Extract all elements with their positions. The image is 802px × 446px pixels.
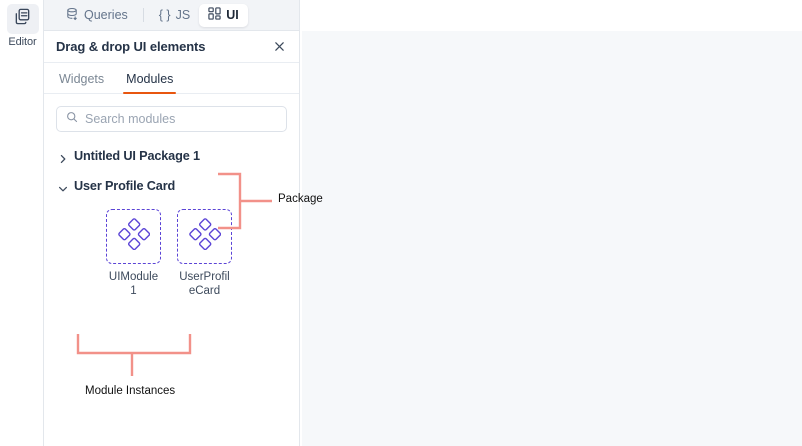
- four-diamonds-module-icon: [188, 218, 221, 255]
- sidebar-item-label: Editor: [8, 36, 37, 48]
- tab-widgets-label: Widgets: [59, 72, 105, 86]
- tab-js[interactable]: { } JS: [150, 4, 199, 27]
- tab-queries-label: Queries: [84, 8, 128, 22]
- panel-title: Drag & drop UI elements: [56, 39, 206, 54]
- panel-subtabs: Widgets Modules: [44, 63, 299, 94]
- editor-icon-container: [6, 4, 39, 34]
- chevron-right-icon[interactable]: [58, 151, 68, 164]
- tab-modules-label: Modules: [126, 72, 174, 86]
- panel-canvas-divider: [299, 0, 300, 446]
- ui-panel: Queries { } JS UI: [44, 0, 299, 446]
- left-rail: Editor: [0, 0, 44, 446]
- tab-ui-label: UI: [226, 8, 239, 22]
- tree-item-user-profile-card[interactable]: User Profile Card: [44, 171, 299, 201]
- tree-item-label: User Profile Card: [74, 179, 176, 193]
- tab-modules[interactable]: Modules: [115, 72, 184, 94]
- search-box[interactable]: [56, 106, 287, 132]
- tab-separator: [142, 8, 144, 22]
- editor-tabstrip: Queries { } JS UI: [44, 0, 299, 31]
- tree-item-label: Untitled UI Package 1: [74, 149, 200, 163]
- app-canvas[interactable]: [302, 31, 802, 446]
- sidebar-item-editor[interactable]: Editor: [4, 4, 41, 48]
- tab-js-label: JS: [175, 8, 191, 22]
- module-instance-userprofilecard[interactable]: UserProfileCard: [177, 209, 232, 298]
- stacked-documents-icon: [13, 7, 32, 31]
- tab-widgets[interactable]: Widgets: [48, 72, 115, 93]
- grid-squares-icon: [208, 7, 221, 23]
- module-instance-grid: UIModule 1 UserProfileCar: [44, 201, 299, 298]
- module-instance-uimodule-1[interactable]: UIModule 1: [106, 209, 161, 298]
- module-instance-label: UIModule 1: [108, 271, 159, 297]
- four-diamonds-module-icon: [117, 218, 150, 255]
- module-drop-target[interactable]: [177, 209, 232, 264]
- canvas-top-strip: [300, 0, 802, 31]
- panel-header: Drag & drop UI elements: [44, 31, 299, 63]
- chevron-down-icon[interactable]: [58, 181, 68, 192]
- tree-item-untitled-ui-package-1[interactable]: Untitled UI Package 1: [44, 141, 299, 171]
- search-input[interactable]: [85, 112, 277, 126]
- search-icon: [66, 110, 78, 128]
- close-icon[interactable]: [271, 39, 287, 55]
- module-drop-target[interactable]: [106, 209, 161, 264]
- module-instance-label: UserProfileCard: [179, 271, 230, 297]
- search-container: [44, 94, 299, 132]
- curly-braces-icon: { }: [158, 8, 171, 22]
- module-tree: Untitled UI Package 1 User Profile Card: [44, 132, 299, 298]
- database-icon: [65, 7, 79, 24]
- tab-queries[interactable]: Queries: [56, 4, 137, 27]
- tab-ui[interactable]: UI: [199, 3, 248, 27]
